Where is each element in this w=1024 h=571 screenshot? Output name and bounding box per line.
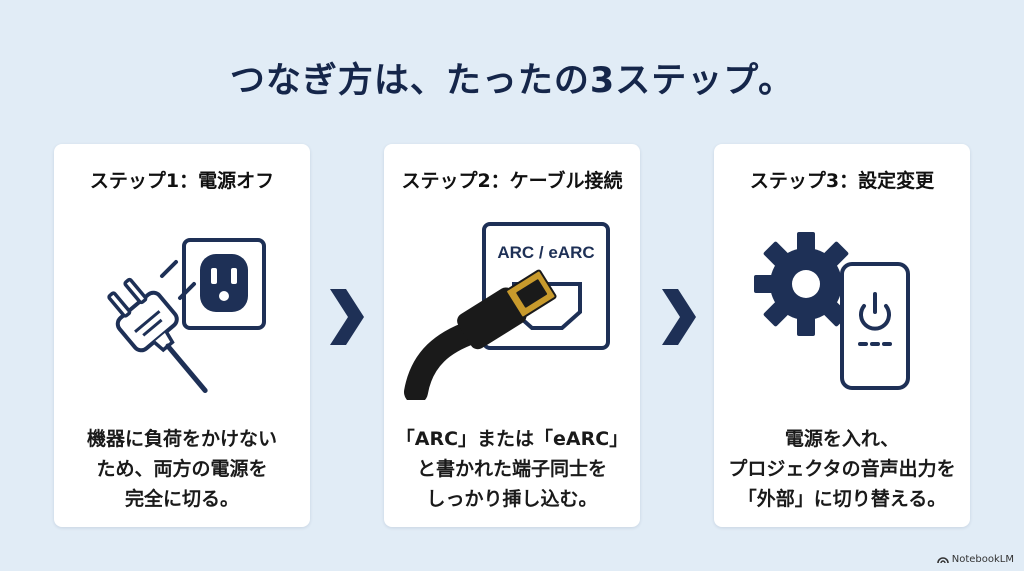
hdmi-cable-icon: ARC / eARC — [404, 222, 610, 400]
page-title: つなぎ方は、たったの3ステップ。 — [229, 61, 795, 101]
port-label: ARC / eARC — [497, 243, 594, 262]
step-description: 「ARC」または「eARC」 と書かれた端子同士を しっかり挿し込む。 — [395, 428, 629, 510]
plug-outlet-icon — [107, 238, 266, 393]
step-description: 機器に負荷をかけない ため、両方の電源を 完全に切る。 — [86, 428, 277, 510]
step-title: ステップ3：設定変更 — [749, 170, 935, 192]
step-card-1: ステップ1：電源オフ 機器に負荷をかけない ため、両方の電源を 完全に切る。 — [54, 144, 310, 527]
chevron-right-icon — [330, 289, 364, 345]
notebooklm-logo-icon — [936, 557, 949, 564]
step-title: ステップ2：ケーブル接続 — [401, 170, 623, 192]
chevron-right-icon — [662, 289, 696, 345]
gear-remote-icon — [754, 232, 910, 390]
footer-text: NotebookLM — [951, 554, 1014, 565]
step-title: ステップ1：電源オフ — [89, 170, 275, 192]
footer-brand: NotebookLM — [936, 554, 1014, 565]
step-card-3: ステップ3：設定変更 電源を入れ、 プロジェクタの音声出力を 「外部」に切り替え… — [714, 144, 970, 527]
step-description: 電源を入れ、 プロジェクタの音声出力を 「外部」に切り替える。 — [728, 428, 956, 510]
step-card-2: ステップ2：ケーブル接続 ARC / eARC 「ARC」または「eARC」 と… — [384, 144, 640, 527]
